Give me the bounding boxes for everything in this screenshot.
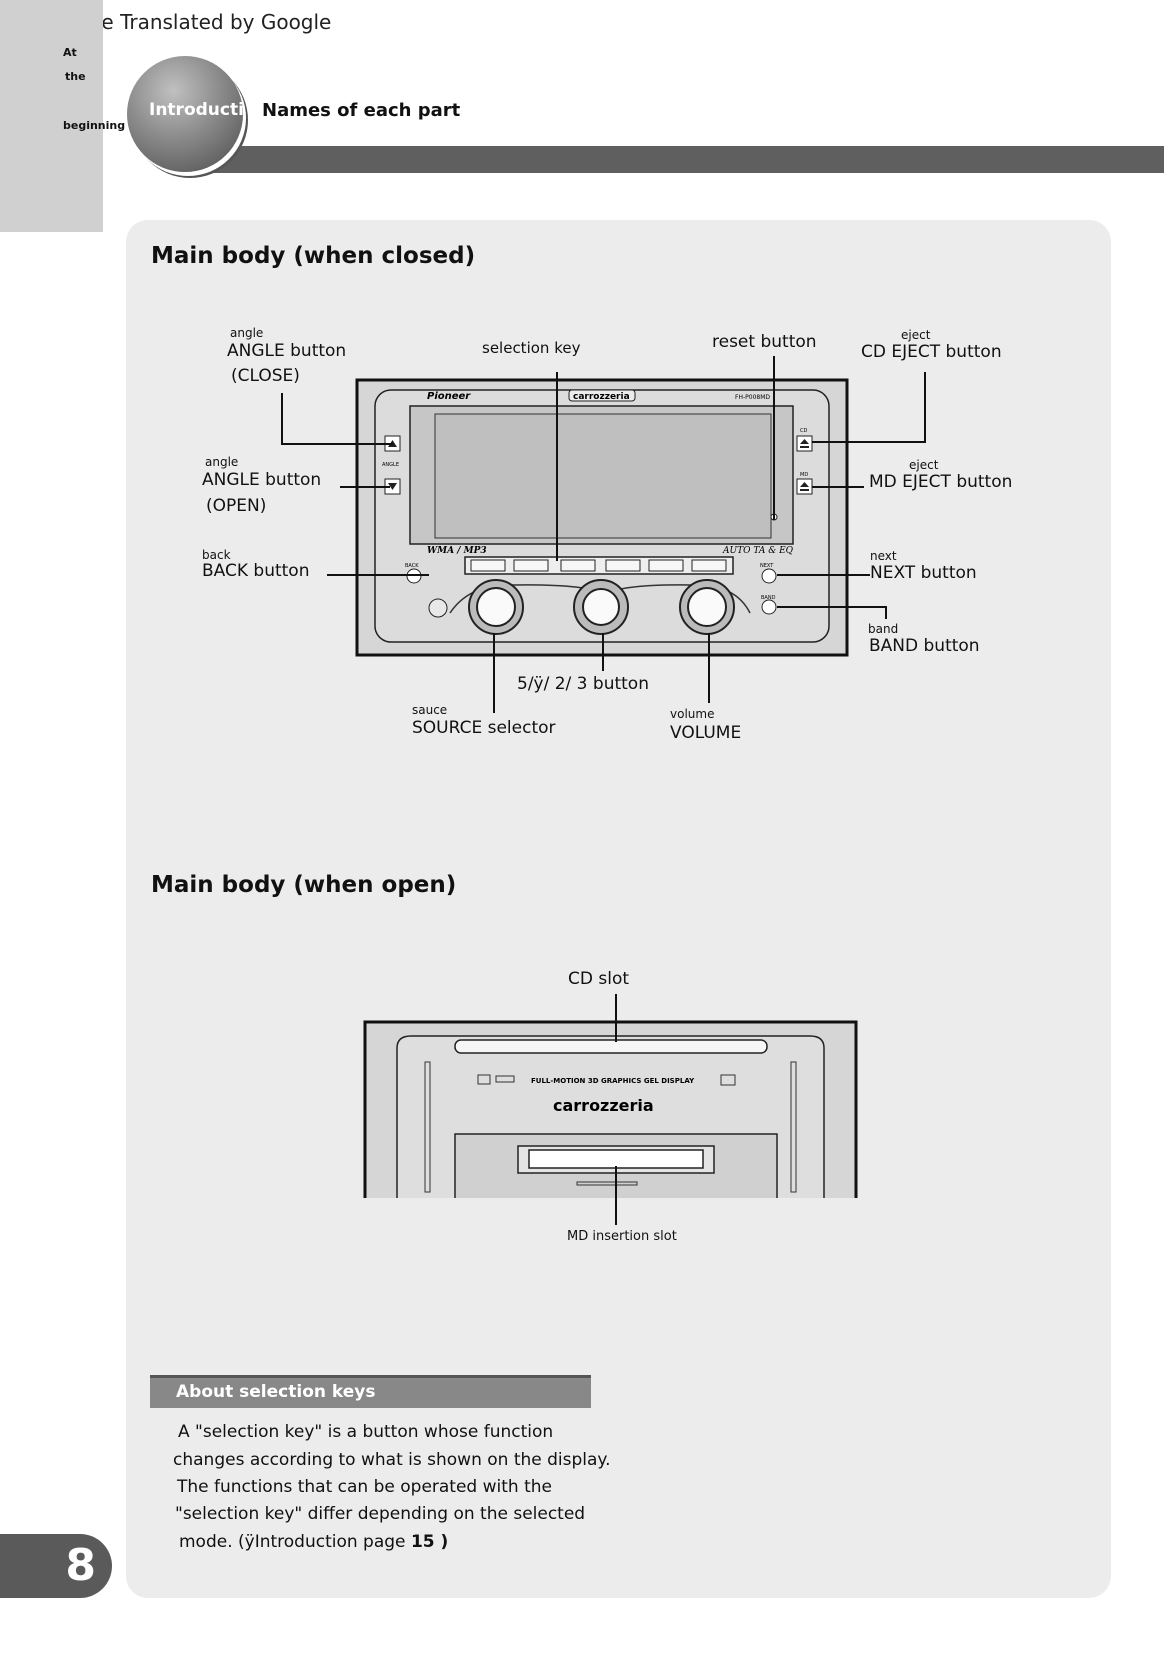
page-number-tab: 8 <box>0 1534 112 1598</box>
joystick-label: 5/ÿ/ 2/ 3 button <box>517 674 649 694</box>
md-slot-label: MD insertion slot <box>567 1229 677 1244</box>
cd-eject-label: CD EJECT button <box>861 342 1002 362</box>
next-small: next <box>870 549 897 563</box>
chapter-tab-label: Introductio <box>149 100 243 120</box>
angle-close-small: angle <box>230 326 264 340</box>
page-number: 8 <box>65 1540 96 1591</box>
next-button[interactable] <box>761 568 777 584</box>
about-selection-keys-bar: About selection keys <box>150 1375 591 1408</box>
selection-key-4[interactable] <box>605 559 641 572</box>
angle-open-small: angle <box>205 455 239 469</box>
back-small: back <box>202 548 231 562</box>
cd-slot[interactable] <box>454 1039 768 1054</box>
sidebar-word: At <box>63 46 77 59</box>
selection-key-3[interactable] <box>560 559 596 572</box>
brand-pioneer: Pioneer <box>427 391 471 402</box>
reset-label: reset button <box>712 332 817 352</box>
selection-key-5[interactable] <box>648 559 684 572</box>
band-small: band <box>868 622 899 636</box>
about-line-last: mode. (ÿIntroduction page 15 ) <box>179 1532 448 1552</box>
sidebar-word: the <box>65 70 86 83</box>
head-unit-closed-drawing: Pioneer carrozzeria FH-P008MD WMA / MP3 … <box>355 378 849 657</box>
md-eject-label: MD EJECT button <box>869 472 1013 492</box>
selection-key-2[interactable] <box>513 559 549 572</box>
eject-cd-small: eject <box>901 328 931 342</box>
angle-close-label: ANGLE button <box>227 341 347 361</box>
about-line: The functions that can be operated with … <box>177 1477 552 1497</box>
head-unit-open-drawing: FULL-MOTION 3D GRAPHICS GEL DISPLAY carr… <box>363 1020 858 1198</box>
open-logo: carrozzeria <box>553 1096 654 1115</box>
page-reference-link[interactable]: 15 ) <box>410 1532 449 1552</box>
svg-text:ANGLE: ANGLE <box>382 462 399 468</box>
wma-mp3-mark: WMA / MP3 <box>427 546 487 556</box>
angle-open-label: ANGLE button <box>202 470 322 490</box>
volume-label: VOLUME <box>670 723 742 743</box>
back-button[interactable] <box>406 568 422 584</box>
about-title: About selection keys <box>176 1382 376 1402</box>
open-heading: Main body (when open) <box>151 872 457 898</box>
chapter-sidebar: At the beginning <box>0 0 125 232</box>
band-label: BAND button <box>869 636 980 656</box>
about-line: A "selection key" is a button whose func… <box>178 1422 554 1442</box>
model-number: FH-P008MD <box>735 394 770 401</box>
selection-key-6[interactable] <box>691 559 727 572</box>
selection-key-label: selection key <box>482 339 581 357</box>
section-title: Names of each part <box>262 100 461 121</box>
header-bar <box>197 146 1164 173</box>
about-line: "selection key" differ depending on the … <box>175 1504 586 1524</box>
about-line: changes according to what is shown on th… <box>173 1450 611 1470</box>
band-button[interactable] <box>761 599 777 615</box>
svg-text:MD: MD <box>800 472 808 478</box>
cd-slot-label: CD slot <box>568 969 630 989</box>
angle-open-paren: (OPEN) <box>206 496 267 516</box>
source-label: SOURCE selector <box>412 718 556 738</box>
closed-heading: Main body (when closed) <box>151 243 476 269</box>
about-line: mode. (ÿIntroduction page <box>179 1532 411 1552</box>
angle-close-paren: (CLOSE) <box>231 366 300 386</box>
svg-text:BACK: BACK <box>405 563 419 569</box>
sauce-small: sauce <box>412 703 448 717</box>
chapter-tab-circle: Introductio <box>127 56 243 172</box>
eject-md-small: eject <box>909 458 939 472</box>
volume-small: volume <box>670 707 715 721</box>
svg-text:CD: CD <box>800 428 807 434</box>
selection-key-1[interactable] <box>470 559 506 572</box>
svg-text:BAND: BAND <box>761 595 776 601</box>
back-label: BACK button <box>202 561 310 581</box>
brand-carrozzeria: carrozzeria <box>573 392 630 402</box>
display-tagline: FULL-MOTION 3D GRAPHICS GEL DISPLAY <box>531 1077 695 1085</box>
svg-text:NEXT: NEXT <box>760 563 774 569</box>
sidebar-word: beginning <box>63 119 126 132</box>
auto-eq-mark: AUTO TA & EQ <box>722 546 794 556</box>
next-label: NEXT button <box>870 563 977 583</box>
